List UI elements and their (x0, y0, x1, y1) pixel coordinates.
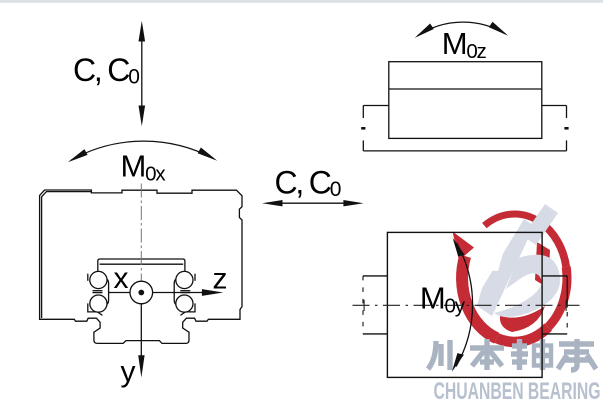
svg-text:C, C0: C, C0 (275, 165, 342, 202)
svg-text:M0z: M0z (442, 26, 487, 63)
svg-text:x: x (114, 262, 129, 295)
svg-text:y: y (121, 355, 136, 388)
svg-text:M0x: M0x (121, 148, 167, 185)
svg-text:z: z (213, 263, 228, 296)
svg-text:C, C0: C, C0 (73, 52, 140, 89)
svg-text:CHUANBEN BEARING: CHUANBEN BEARING (434, 378, 601, 401)
